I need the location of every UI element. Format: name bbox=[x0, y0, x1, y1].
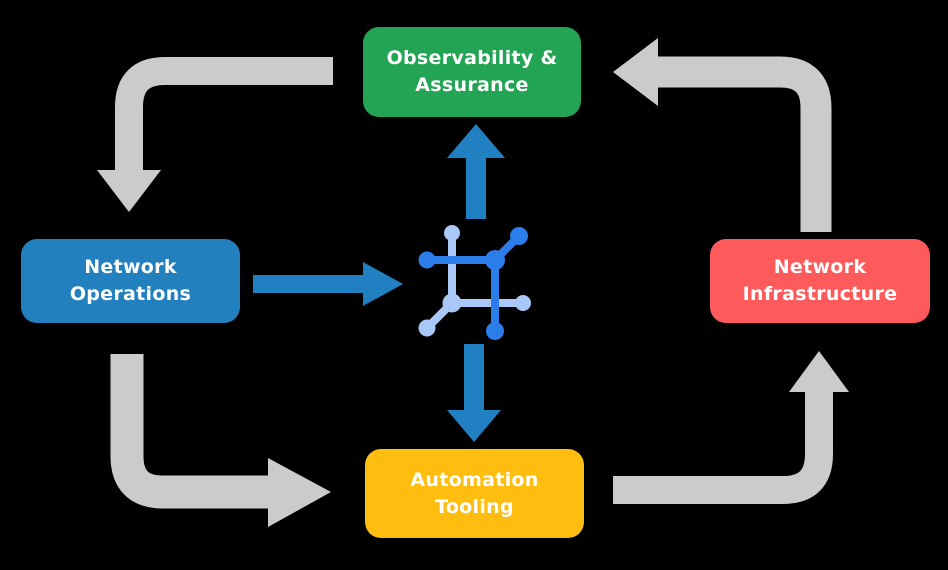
gray-arrow-top-right-left-icon bbox=[613, 38, 832, 232]
blue-arrow-down-icon bbox=[447, 344, 501, 442]
node-network-operations: Network Operations bbox=[21, 239, 240, 323]
gray-arrow-bottom-left-right-icon bbox=[110, 354, 331, 527]
node-automation-tooling: Automation Tooling bbox=[365, 449, 584, 538]
network-mesh-icon bbox=[418, 225, 531, 340]
network-mesh-dark-part bbox=[418, 227, 528, 340]
node-observability-assurance: Observability & Assurance bbox=[363, 27, 581, 117]
blue-arrow-up-icon bbox=[447, 124, 505, 219]
node-automation-label: Automation Tooling bbox=[410, 468, 539, 518]
node-operations-label: Network Operations bbox=[69, 256, 192, 305]
node-network-infrastructure: Network Infrastructure bbox=[710, 239, 930, 323]
gray-arrow-top-left-down-icon bbox=[97, 57, 333, 212]
node-observability-label: Observability & Assurance bbox=[386, 47, 558, 96]
network-mesh-light-part bbox=[418, 225, 531, 337]
node-infrastructure-label: Network Infrastructure bbox=[742, 256, 898, 305]
gray-arrow-bottom-right-up-icon bbox=[613, 351, 849, 504]
blue-arrow-right-icon bbox=[253, 262, 403, 306]
